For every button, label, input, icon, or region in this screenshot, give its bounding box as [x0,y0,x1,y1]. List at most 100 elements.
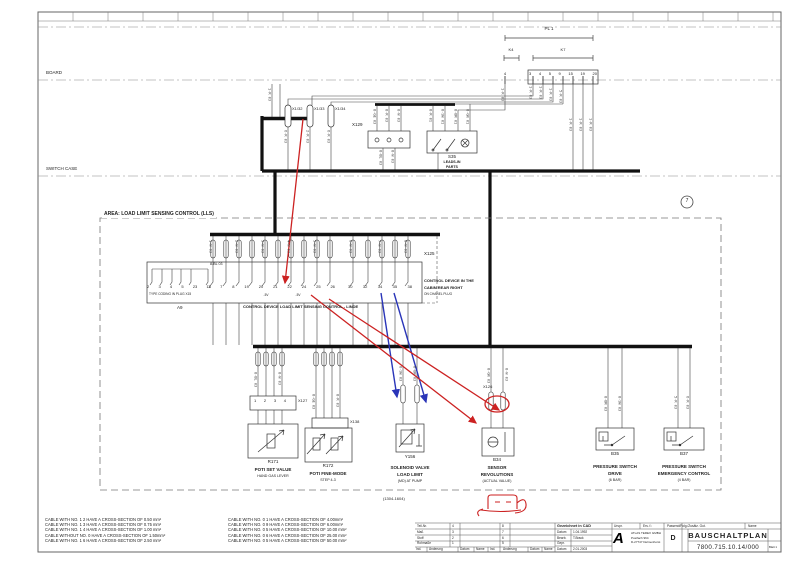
pin-number: 19 [580,71,585,76]
title-block-cell: 4 [452,523,454,528]
component-b34-name: SENSOR [487,465,507,470]
title-block-cell: Änderung [429,546,443,551]
company-line: ATLAS TEREX GMBH [631,531,661,535]
device-a9-ref: A9 [177,305,183,310]
wire-number-label: 8-SW 03 [398,366,403,382]
component-y156-ref: Y156 [404,454,416,459]
lls-area-label: AREA: LOAD LIMIT SENSING CONTROL (LLS) [102,211,216,218]
component-b37-ref: B37 [679,451,689,456]
pin-number: 24 [301,284,307,289]
drawing-title: BAUSCHALTPLAN [688,530,768,540]
annotation-arrows-blue [380,292,428,404]
cable-note-line: CABLE WITH NO. 0 9 HAVE A CROSS-SECTION … [228,522,344,528]
minus5v-label-1: -5V [263,293,269,297]
wire-number-label: 8-W 03 [390,150,395,163]
wire-number-label: 8-BR 03 [603,396,608,412]
cable-note-line: CABLE WITH NO. 1 4 HAVE A CROSS-SECTION … [45,527,162,533]
title-block-cell: Teil-Nr. [417,523,427,528]
title-block-cell: 5 [502,541,504,545]
pin-number: 20 [258,284,264,289]
company-line: D-27747 Delmenhorst [631,540,661,544]
type-coding-note: TYPE CODING IN PLUG X15 [149,292,192,296]
title-block-cell: Rohmaße [417,541,431,545]
pin-number: 8 [232,284,235,289]
wire-number-label: 8-BR 01 [453,109,458,125]
title-block-cell: Name [476,546,485,551]
drawn-in-cad-label: Gezeichnet in CAD [557,523,591,528]
title-block-cell: Änderung [503,546,517,551]
pin-number: 3 [158,284,161,289]
component-r171-sub: HAND GAS LEVER [257,474,289,478]
terminal-x1-33-label: X1/33 [314,106,325,111]
cable-note-line: CABLE WITH NO. 0 5 HAVE A CROSS-SECTION … [228,537,347,543]
component-r172-sub: STEP 4-3 [320,477,336,482]
title-block-cell: Ind. [490,546,496,551]
title-block-cell: Name [748,523,757,528]
title-block-cell: Datum [557,546,567,551]
wire-number-label: 5-R 03 [558,90,563,103]
wire-number-label: 8-BL 03 [378,150,383,166]
switch-s35-caption-1: LEADS-IN [443,159,461,164]
pin-number: 7 [220,284,223,289]
title-block-cell: 2 [452,535,454,540]
k4-pin-number: 4 [503,71,507,76]
title-block-cell: Datum [530,546,540,551]
drawing-number: 7800.715.10.14/000 [696,543,760,551]
wire-number-label: 8-GN 03 [486,368,491,384]
device-a9-label: CONTROL DEVICE LOAD LIMIT SENSING CONTRO… [243,303,359,309]
cable-note-line: CABLE WITH NO. 1 2 HAVE A CROSS-SECTION … [45,517,162,522]
lls-area-box [99,217,722,491]
relay-k4-label: K4 [508,47,514,52]
cable-note-line: CABLE WITH NO. 0 1 HAVE A CROSS-SECTION … [228,517,344,522]
component-y156-sub: (MD) AT PUMP [397,479,423,483]
pin-number: 4 [538,71,542,76]
pin-number: 1 [208,284,211,289]
title-block-cell: 2.01.2003 [573,546,588,551]
component-b35-name2: DRIVE [608,470,622,476]
title-block-cell: Ers. f.: [643,523,653,528]
wire-number-label: 8-W 03 [403,240,408,253]
component-b34-ref: B34 [492,457,502,462]
component-r171-name: POTI SET VALUE [254,467,292,472]
wire-number-label: 1-R 03 [568,118,573,131]
wire-number-label: 8-GN 01 [465,109,470,125]
title-block-cell: Bearb. [557,535,567,540]
wire-number-label: 5-R 03 [673,396,678,409]
pin-number: 20 [592,71,597,76]
range-note: (1304-1604) [383,496,405,501]
wire-number-label: 1-R 03 [528,86,533,99]
cable-note-line: CABLE WITHOUT NO. 0 HAVE A CROSS-SECTION… [45,532,166,538]
component-b35-ref: B35 [610,451,620,456]
sheet-ruler [38,12,781,22]
switch-s35-ref: S35 [447,154,457,159]
pin-number: 23 [192,284,198,289]
cable-number-circle [680,195,694,209]
pin-number: 25 [316,284,321,289]
pin-number: 26 [330,284,335,289]
pin-number: 5 [548,71,551,76]
pin-number: 21 [273,284,278,289]
wire-number-label: 8-GE 03 [372,109,377,125]
title-block-cell: Name [544,546,553,551]
cable-notes-left: CABLE WITH NO. 1 2 HAVE A CROSS-SECTION … [45,517,165,543]
pin-number: 18 [206,284,211,289]
pin-connectors [210,239,506,411]
cable-note-line: CABLE WITH NO. 0 6 HAVE A CROSS-SECTION … [228,532,347,538]
pin-number: 3 [273,398,277,403]
pin-number: 32 [362,284,368,289]
component-b37-name: PRESSURE SWITCH [662,463,706,469]
title-block-cell: Urspr. [614,523,623,528]
title-block-cell: Datum [557,529,567,534]
pin-number: 2 [147,284,150,289]
zone-label-switch-case: SWITCH CASE [44,166,80,172]
x125-note-line3: ON CHANEL PLUG [424,292,453,296]
wire-number-label: 8-W 03 [504,368,509,381]
company-address: ATLAS TEREX GMBH Postfach 964 D-27747 De… [631,531,661,545]
pin-number: 1 [254,398,257,403]
wire-number-label: 2-W 03 [234,240,239,253]
wire-number-label: 1-R 03 [538,86,543,99]
wire-number-label: 8-BL 03 [253,372,258,388]
